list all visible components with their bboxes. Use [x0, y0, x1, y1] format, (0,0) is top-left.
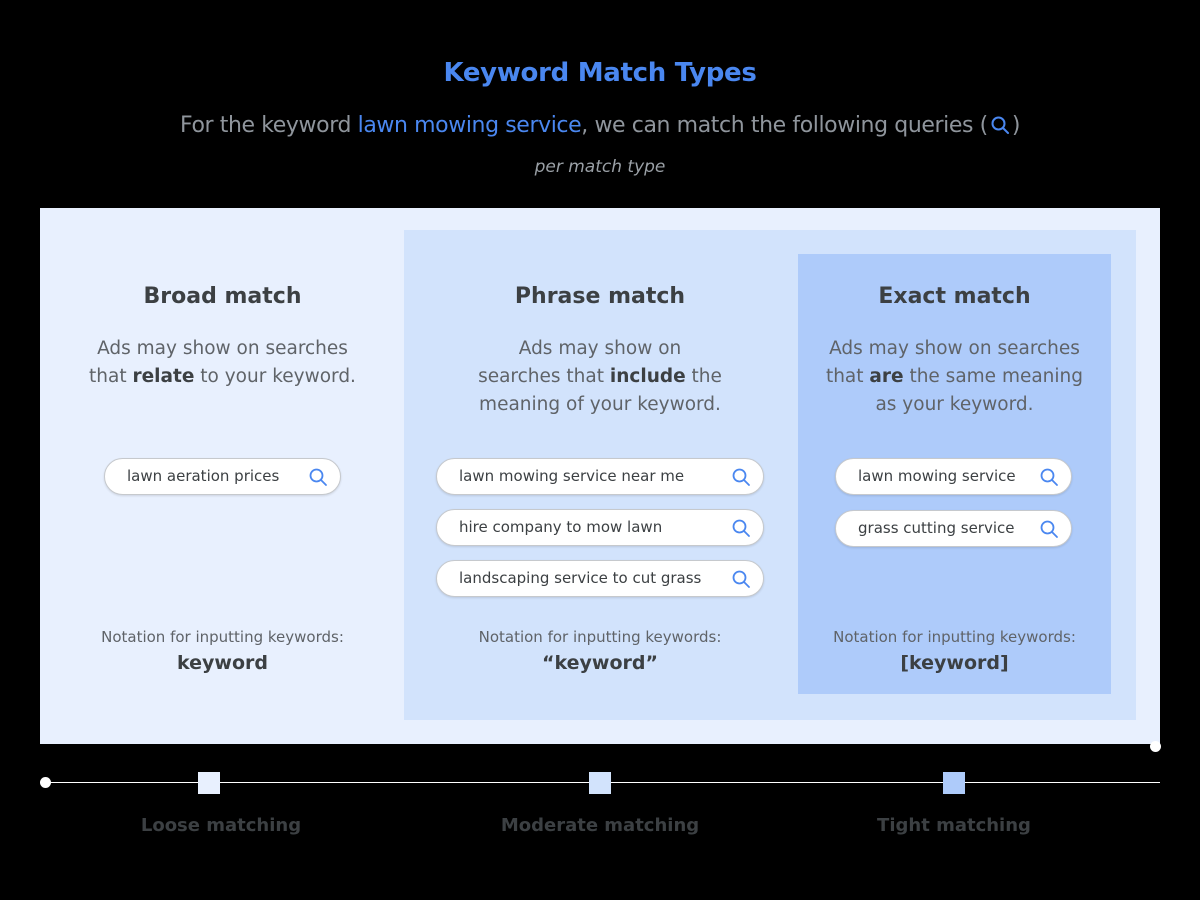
notation-value: [keyword]: [900, 652, 1009, 674]
description-line: meaning of your keyword.: [479, 394, 721, 415]
description-emphasis: include: [609, 366, 686, 387]
search-icon: [732, 570, 750, 588]
loose-matching-marker: [198, 772, 220, 794]
description-line: Ads may show on searches: [829, 338, 1080, 359]
description-text: the same meaning: [903, 366, 1084, 387]
search-query-pill[interactable]: hire company to mow lawn: [436, 509, 764, 546]
description-line: Ads may show on searches: [97, 338, 348, 359]
timeline-label-moderate: Moderate matching: [500, 815, 700, 836]
description-text: searches that: [478, 366, 610, 387]
search-query-pill[interactable]: landscaping service to cut grass: [436, 560, 764, 597]
notation-value: keyword: [177, 652, 268, 674]
search-icon: [1040, 520, 1058, 538]
subtitle-text-close: ): [1011, 113, 1021, 138]
timeline-start-dot: [40, 777, 51, 788]
search-icon: [732, 519, 750, 537]
query-text: lawn mowing service near me: [459, 467, 685, 485]
column-title: Phrase match: [514, 284, 686, 309]
column-description: Ads may show on searches that include th…: [420, 335, 780, 419]
notation-label: Notation for inputting keywords:: [478, 628, 722, 646]
search-icon: [309, 468, 327, 486]
query-text: lawn mowing service: [858, 467, 1016, 485]
description-line: Ads may show on: [518, 338, 682, 359]
subtitle-keyword: lawn mowing service: [357, 113, 582, 138]
search-query-pill[interactable]: lawn mowing service near me: [436, 458, 764, 495]
timeline-label-tight: Tight matching: [877, 815, 1031, 836]
description-text: that: [825, 366, 870, 387]
broad-match-column: Broad match Ads may show on searches tha…: [60, 0, 385, 900]
notation-label: Notation for inputting keywords:: [833, 628, 1076, 646]
query-text: hire company to mow lawn: [459, 518, 663, 536]
description-text: the: [685, 366, 722, 387]
search-icon: [991, 116, 1009, 134]
exact-match-column: Exact match Ads may show on searches tha…: [798, 0, 1111, 900]
notation-label: Notation for inputting keywords:: [101, 628, 344, 646]
notation-value: “keyword”: [542, 652, 658, 674]
column-description: Ads may show on searches that relate to …: [60, 335, 385, 391]
search-icon: [732, 468, 750, 486]
description-emphasis: are: [869, 366, 904, 387]
column-title: Exact match: [878, 284, 1031, 309]
subtitle-text-before: For the keyword: [179, 113, 358, 138]
search-icon: [1040, 468, 1058, 486]
query-text: lawn aeration prices: [127, 467, 280, 485]
tight-matching-marker: [943, 772, 965, 794]
query-text: grass cutting service: [858, 519, 1015, 537]
subtitle-text-after: , we can match the following queries (: [581, 113, 988, 138]
search-query-pill[interactable]: lawn aeration prices: [104, 458, 341, 495]
search-query-pill[interactable]: grass cutting service: [835, 510, 1072, 547]
description-text: to your keyword.: [194, 366, 356, 387]
column-description: Ads may show on searches that are the sa…: [798, 335, 1111, 419]
description-line: as your keyword.: [875, 394, 1034, 415]
search-query-pill[interactable]: lawn mowing service: [835, 458, 1072, 495]
phrase-match-column: Phrase match Ads may show on searches th…: [420, 0, 780, 900]
description-text: that: [89, 366, 133, 387]
moderate-matching-marker: [589, 772, 611, 794]
page-title: Keyword Match Types: [443, 58, 757, 88]
description-emphasis: relate: [132, 366, 195, 387]
page-subtitle: For the keyword lawn mowing service, we …: [0, 113, 1200, 138]
query-text: landscaping service to cut grass: [459, 569, 702, 587]
subtitle-note: per match type: [534, 157, 666, 177]
column-title: Broad match: [143, 284, 302, 309]
panel-corner-dot: [1150, 741, 1161, 752]
timeline-label-loose: Loose matching: [140, 815, 302, 836]
